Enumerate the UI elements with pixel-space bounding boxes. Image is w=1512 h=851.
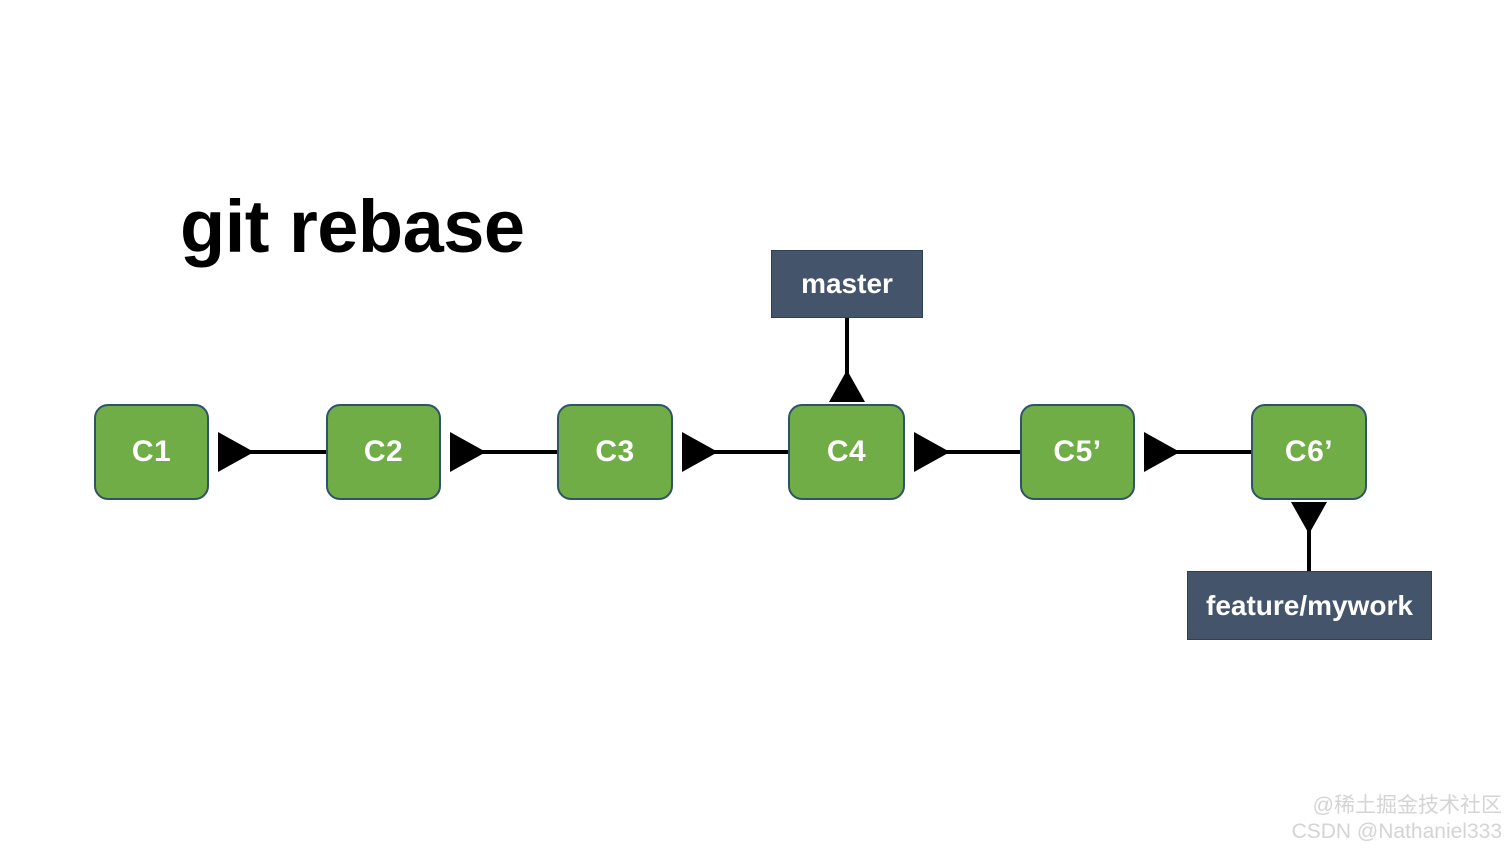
commit-label: C2: [363, 435, 404, 468]
branch-node-master: master: [771, 250, 923, 318]
watermark-line-1: @稀土掘金技术社区: [1312, 793, 1502, 817]
watermark: @稀土掘金技术社区 CSDN @Nathaniel333: [1292, 793, 1502, 846]
commit-node-c5-prime: C5’: [1020, 404, 1135, 500]
commit-node-c4: C4: [788, 404, 905, 500]
commit-node-c2: C2: [326, 404, 441, 500]
commit-node-c6-prime: C6’: [1251, 404, 1367, 500]
branch-label: feature/mywork: [1206, 589, 1413, 621]
page-title: git rebase: [180, 185, 525, 268]
branch-label: master: [801, 268, 893, 299]
commit-node-c3: C3: [557, 404, 673, 500]
commit-label: C5’: [1053, 435, 1102, 468]
branch-node-feature-mywork: feature/mywork: [1187, 571, 1432, 640]
commit-label: C3: [595, 435, 635, 468]
commit-node-c1: C1: [94, 404, 209, 500]
commit-label: C1: [131, 435, 172, 468]
commit-label: C6’: [1284, 435, 1334, 468]
watermark-line-2: CSDN @Nathaniel333: [1291, 819, 1502, 843]
commit-label: C4: [826, 435, 867, 468]
